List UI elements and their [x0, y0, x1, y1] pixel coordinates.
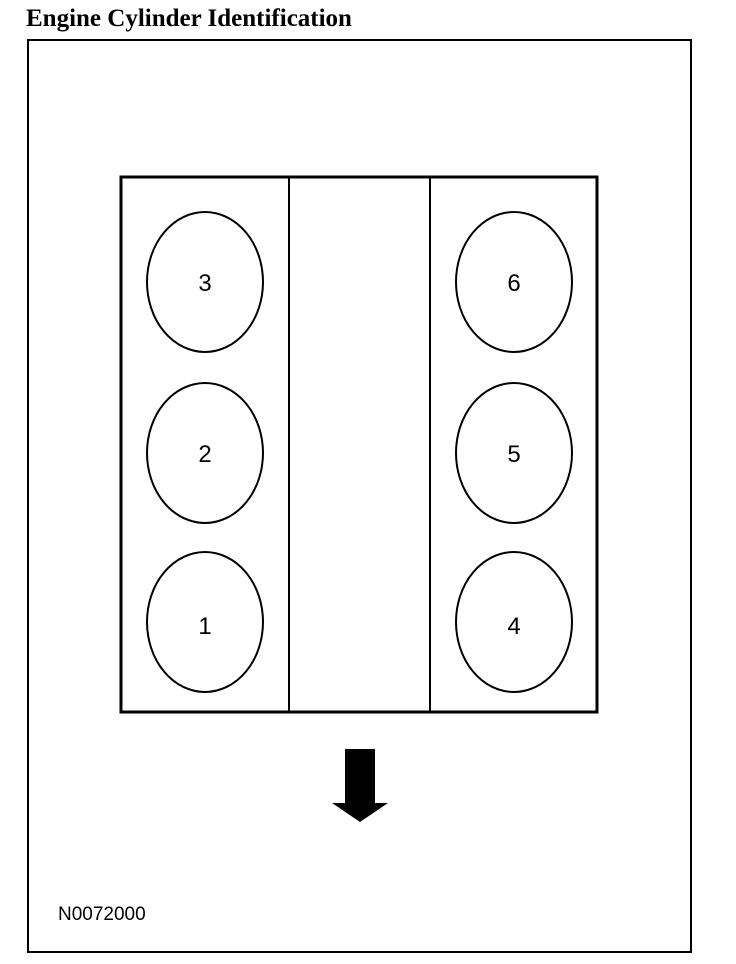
- cylinder-left-1: [146, 211, 264, 353]
- down-arrow-icon: [332, 749, 388, 822]
- right-bank: 6 5 4: [455, 211, 573, 693]
- cylinder-label: 6: [507, 270, 520, 297]
- diagram-frame: [27, 39, 692, 953]
- part-number: N0072000: [58, 904, 146, 925]
- diagram-title: Engine Cylinder Identification: [26, 5, 352, 32]
- engine-block: [119, 175, 599, 714]
- cylinder-right-1: [455, 211, 573, 353]
- cylinder-left-3: [146, 551, 264, 693]
- left-bank: 3 2 1: [146, 211, 264, 693]
- cylinder-right-3: [455, 551, 573, 693]
- cylinder-left-2: [146, 382, 264, 524]
- cylinder-label: 3: [198, 270, 211, 297]
- cylinder-label: 5: [507, 441, 520, 468]
- cylinder-label: 1: [198, 613, 211, 640]
- cylinder-label: 4: [507, 613, 520, 640]
- cylinder-right-2: [455, 382, 573, 524]
- cylinder-label: 2: [198, 441, 211, 468]
